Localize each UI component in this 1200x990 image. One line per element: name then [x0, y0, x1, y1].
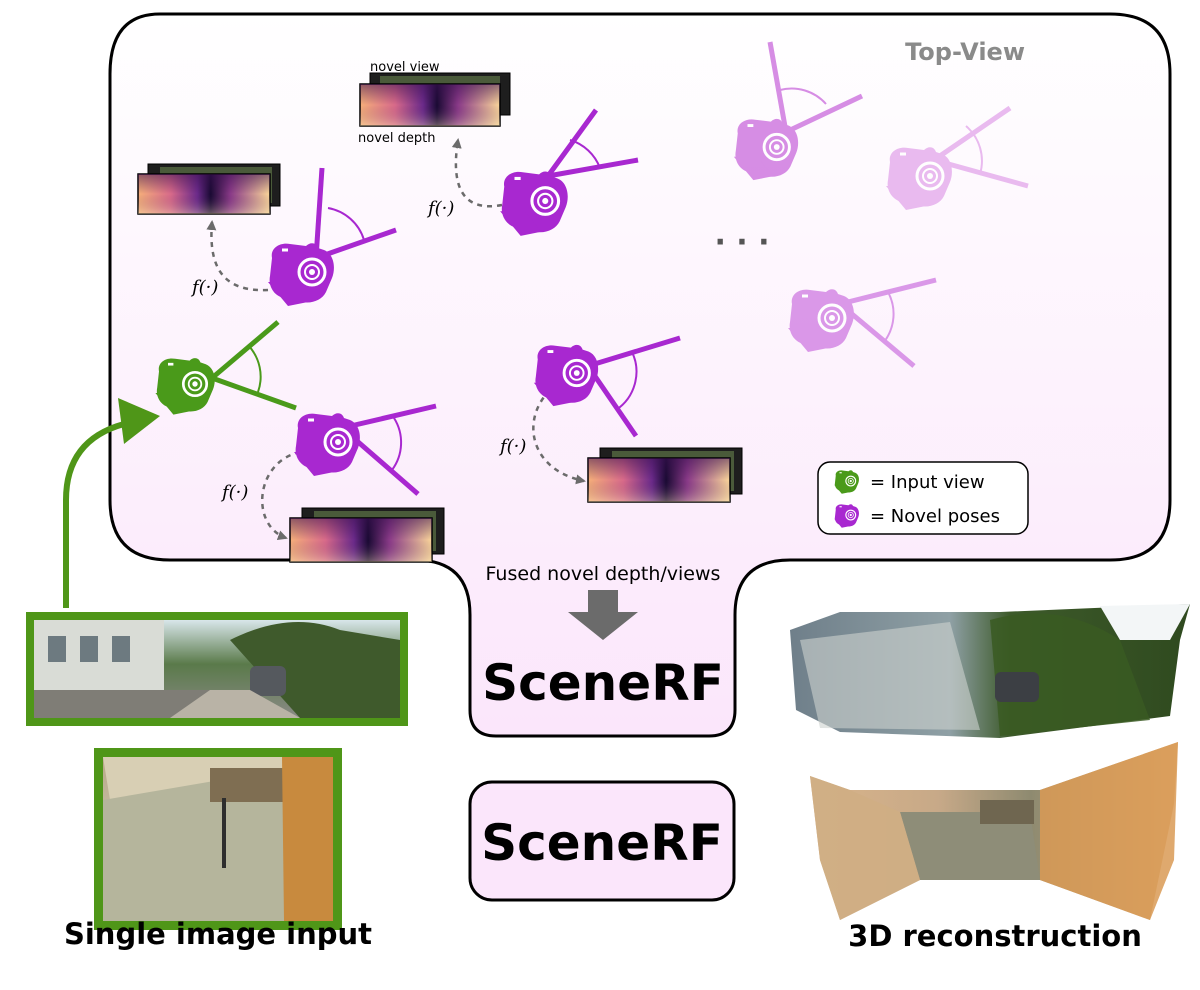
render-arrow-bottom-left [261, 450, 301, 540]
function-label-2: f(·) [426, 198, 454, 219]
depth-thumbnail-bottom-center [587, 447, 743, 503]
novel-camera-4 [532, 335, 681, 438]
down-arrow-icon [568, 590, 638, 640]
input-arrow [63, 421, 125, 608]
scenerf-title-bottom: SceneRF [481, 814, 723, 872]
top-view-title: Top-View [905, 38, 1025, 66]
caption-input: Single image input [64, 917, 372, 951]
render-arrow-top-center [451, 138, 503, 208]
render-arrow-bottom-center [532, 389, 586, 485]
legend-input-label: = Input view [870, 472, 985, 493]
more-poses-ellipsis: · · · [714, 225, 769, 260]
fused-label: Fused novel depth/views [486, 563, 721, 585]
function-label-4: f(·) [220, 482, 248, 503]
novel-camera-faded-1 [732, 41, 864, 182]
novel-camera-faded-2 [884, 105, 1029, 212]
input-camera [154, 320, 297, 416]
function-label-1: f(·) [190, 277, 218, 298]
scenerf-box-bottom [468, 780, 736, 902]
caption-output: 3D reconstruction [848, 919, 1142, 953]
depth-thumbnail-bottom-left [289, 507, 445, 563]
function-label-3: f(·) [498, 436, 526, 457]
input-image-street [26, 612, 408, 726]
depth-thumbnail-top-left [137, 163, 281, 215]
novel-depth-label: novel depth [358, 131, 435, 146]
novel-camera-faded-3 [786, 277, 937, 368]
reconstruction-indoor [810, 742, 1178, 920]
legend [817, 461, 1029, 535]
novel-camera-3 [292, 403, 437, 496]
novel-camera-2 [498, 108, 639, 238]
depth-thumbnail-top-center [359, 72, 511, 127]
scenerf-title-top: SceneRF [482, 654, 724, 712]
legend-novel-label: = Novel poses [870, 506, 1000, 527]
novel-view-label: novel view [370, 60, 440, 75]
novel-camera-1 [266, 167, 397, 308]
reconstruction-street [790, 604, 1190, 738]
input-image-indoor [94, 748, 342, 930]
render-arrow-top-left [206, 220, 269, 292]
input-arrow-head [118, 398, 160, 444]
